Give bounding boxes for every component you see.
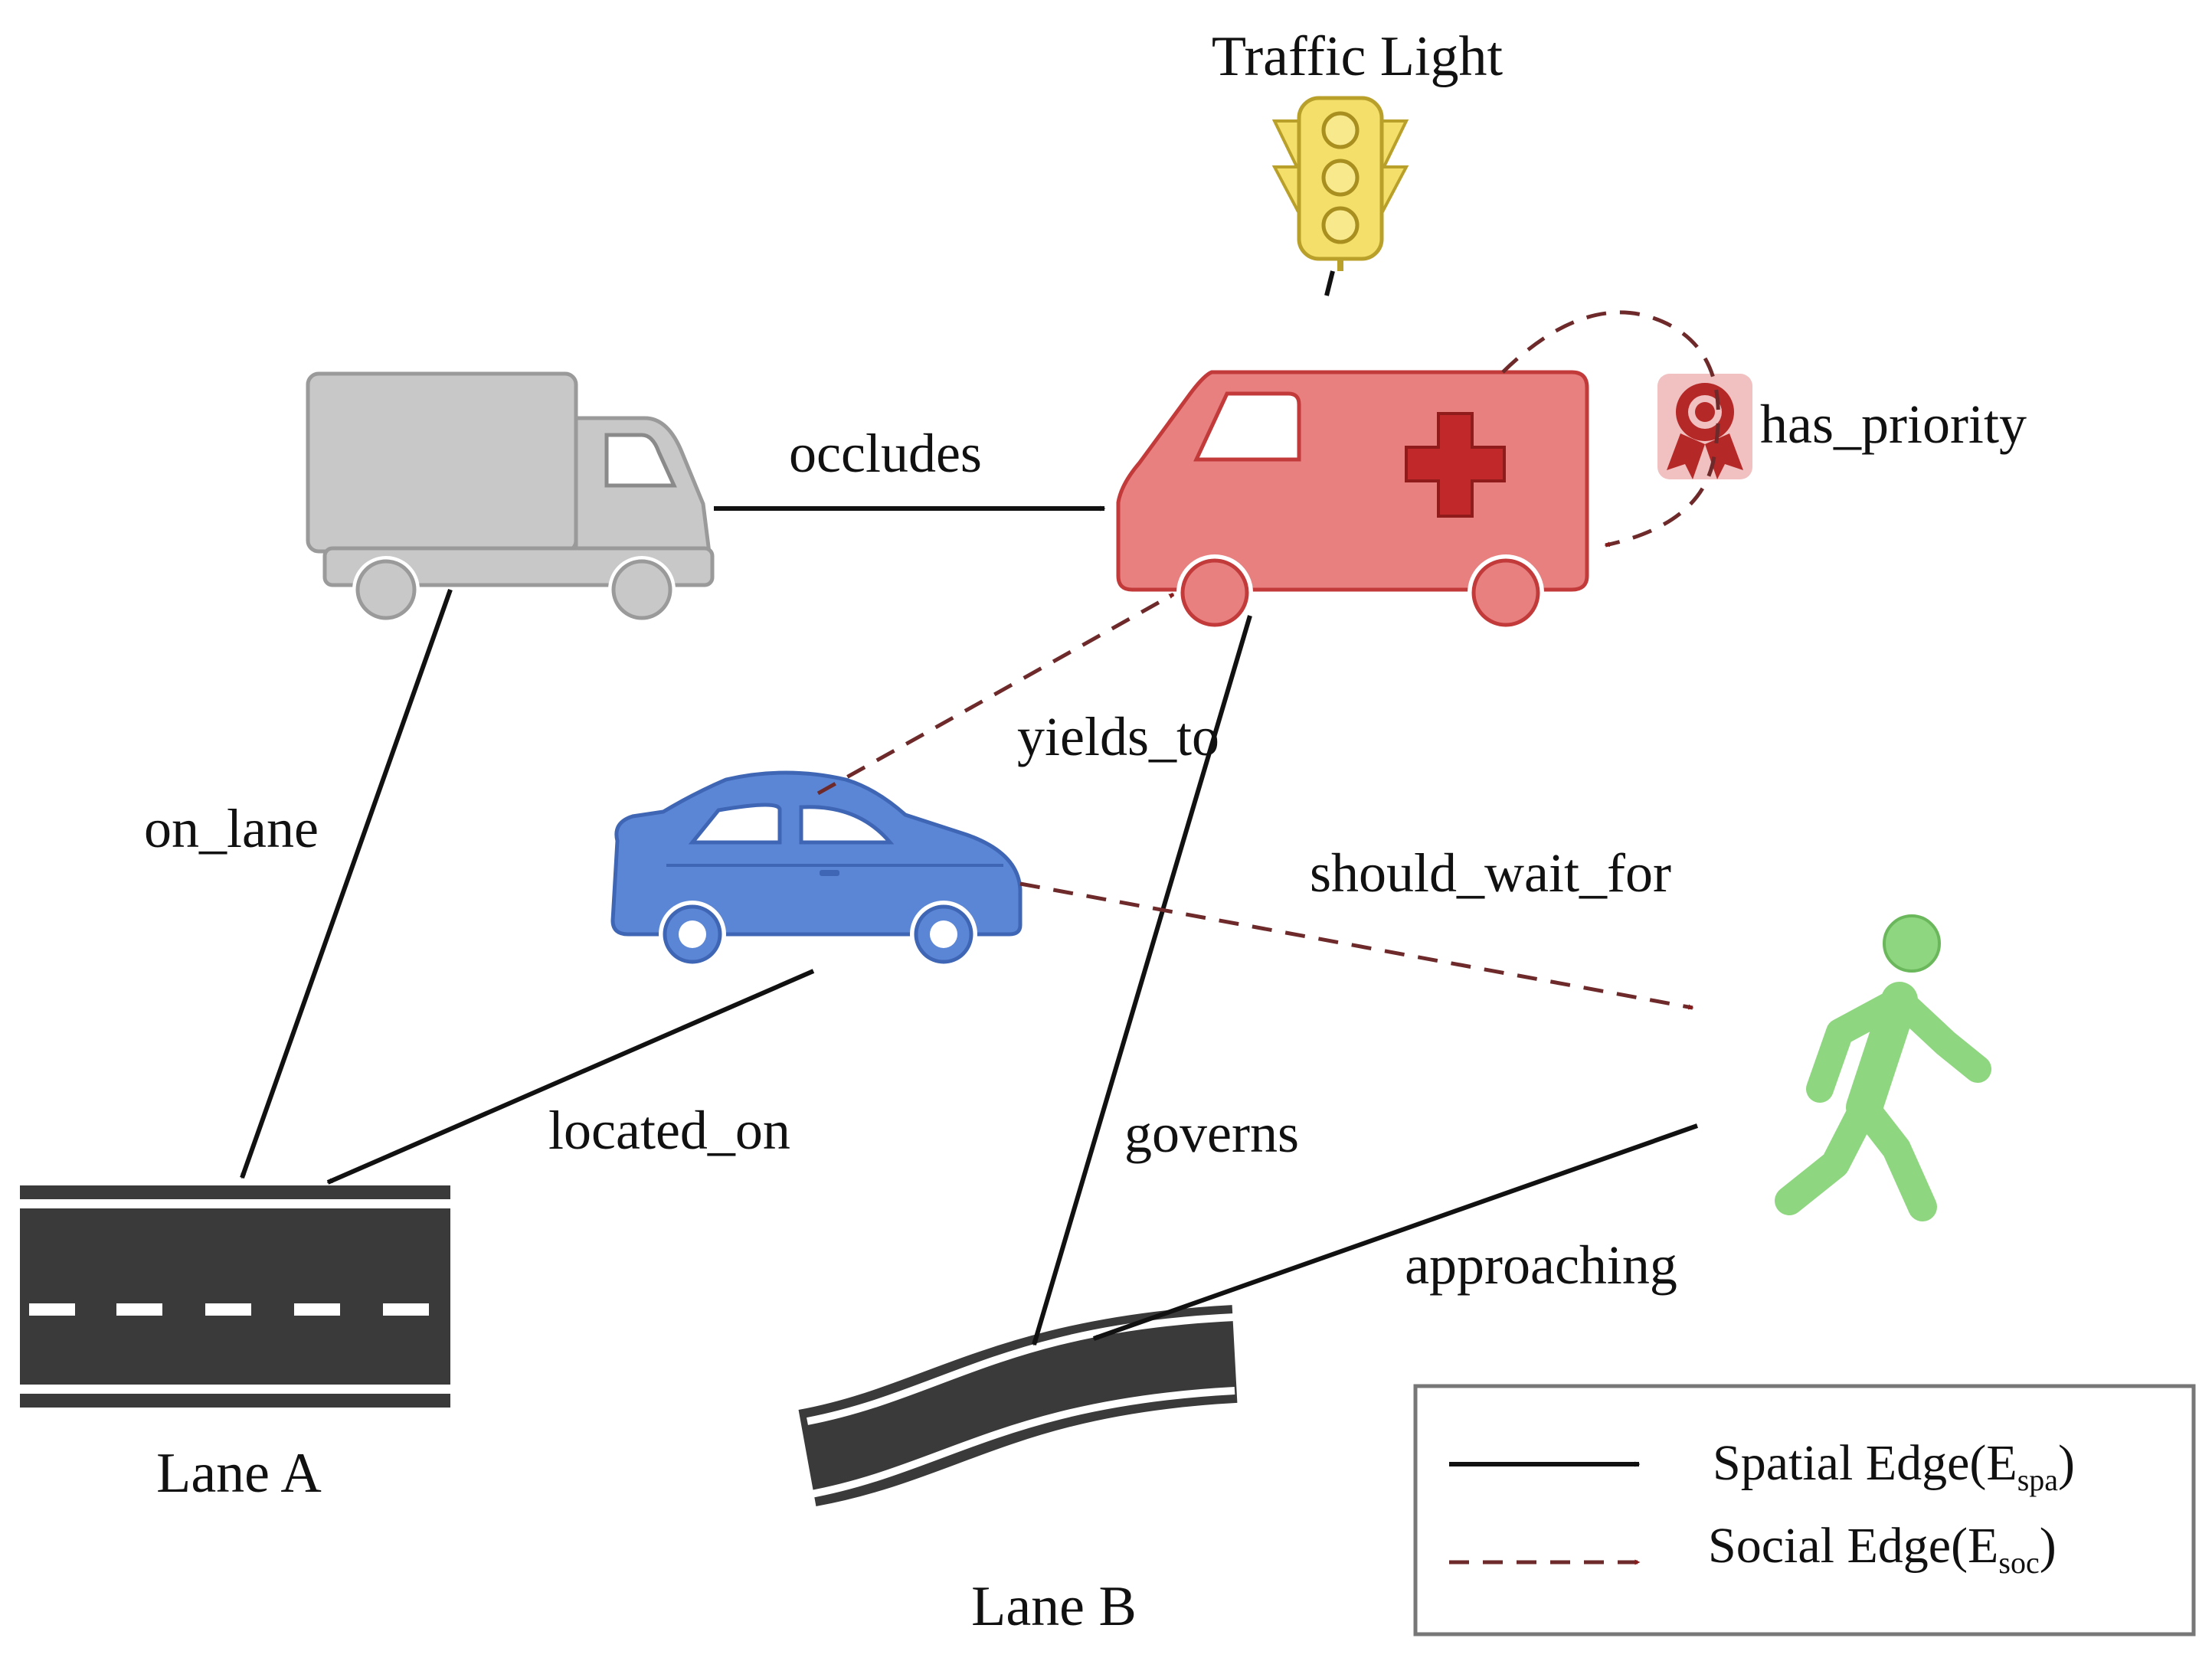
legend-spatial-close: ) — [2058, 1435, 2075, 1491]
legend-spatial-sub: spa — [2017, 1463, 2059, 1497]
edge-approaching — [1092, 1123, 1698, 1341]
legend-box — [1413, 1384, 2196, 1636]
label-on-lane: on_lane — [144, 798, 319, 859]
lane-b-road — [798, 1305, 1238, 1506]
lane-a-road — [20, 1185, 450, 1408]
legend: Spatial Edge(Espa) Social Edge(Esoc) — [1413, 1384, 2196, 1636]
legend-spatial-label: Spatial Edge(Espa) — [1713, 1435, 2075, 1497]
edge-located-on — [326, 969, 815, 1185]
edge-on-lane — [240, 588, 453, 1179]
edge-should-wait-for — [1019, 881, 1694, 1010]
legend-social-close: ) — [2040, 1518, 2057, 1574]
label-located-on: located_on — [548, 1100, 790, 1161]
priority-ribbon-icon — [1657, 374, 1752, 479]
traffic-light-icon — [1271, 96, 1409, 271]
label-should-wait-for: should_wait_for — [1310, 842, 1671, 904]
ambulance-icon — [1116, 370, 1589, 631]
edge-governs — [1032, 615, 1252, 1346]
edge-yields-to — [816, 592, 1175, 796]
legend-social-sub: soc — [1998, 1545, 2039, 1580]
label-approaching: approaching — [1405, 1234, 1677, 1296]
lane-a-label: Lane A — [156, 1442, 322, 1505]
edge-has-priority — [1501, 310, 1720, 548]
car-icon — [610, 770, 1023, 968]
pedestrian-icon — [1775, 914, 1991, 1221]
label-yields-to: yields_to — [1017, 706, 1219, 767]
legend-social-label: Social Edge(Esoc) — [1708, 1518, 2057, 1580]
edge-traffic-light-stem — [1324, 270, 1335, 296]
legend-spatial-prefix: Spatial Edge(E — [1713, 1435, 2017, 1491]
truck-icon — [306, 371, 715, 623]
label-has-priority: has_priority — [1760, 394, 2027, 455]
traffic-light-label: Traffic Light — [1212, 25, 1504, 88]
legend-social-prefix: Social Edge(E — [1708, 1518, 1998, 1574]
lane-b-label: Lane B — [971, 1575, 1137, 1638]
label-governs: governs — [1124, 1103, 1299, 1164]
label-occludes: occludes — [789, 423, 982, 484]
